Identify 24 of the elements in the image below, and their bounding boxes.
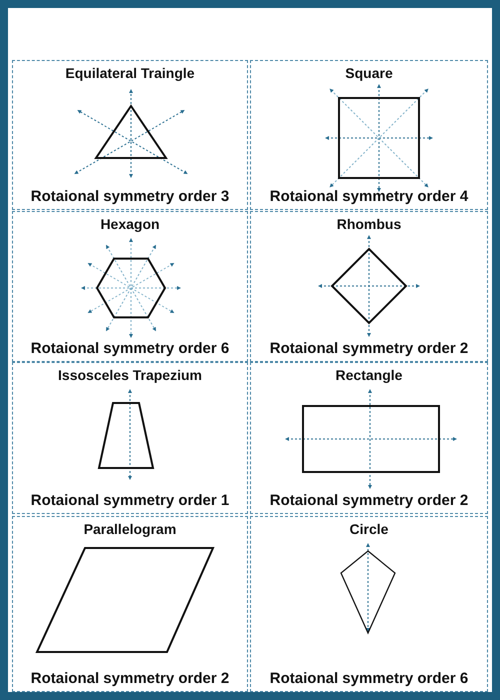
symmetry-caption: Rotaional symmetry order 2 xyxy=(268,340,470,357)
shape-card xyxy=(250,362,488,514)
symmetry-caption: Rotaional symmetry order 2 xyxy=(30,670,230,687)
symmetry-caption: Rotaional symmetry order 4 xyxy=(268,188,470,205)
shape-name: Circle xyxy=(348,521,390,537)
symmetry-caption: Rotaional symmetry order 6 xyxy=(30,340,230,357)
shape-name: Equilateral Traingle xyxy=(64,65,196,81)
shape-card xyxy=(12,60,248,210)
shape-name: Issosceles Trapezium xyxy=(57,367,203,383)
symmetry-caption: Rotaional symmetry order 2 xyxy=(268,492,470,509)
shape-name: Rhombus xyxy=(336,216,402,232)
shape-card xyxy=(12,516,248,692)
shape-name: Rectangle xyxy=(334,367,404,383)
shape-name: Square xyxy=(344,65,394,81)
symmetry-caption: Rotaional symmetry order 6 xyxy=(268,670,470,687)
symmetry-caption: Rotaional symmetry order 1 xyxy=(30,492,230,509)
shape-card xyxy=(12,362,248,514)
shape-name: Parallelogram xyxy=(82,521,178,537)
symmetry-caption: Rotaional symmetry order 3 xyxy=(30,188,230,205)
shape-card xyxy=(250,60,488,210)
shape-card xyxy=(250,211,488,362)
shape-card xyxy=(12,211,248,362)
shape-name: Hexagon xyxy=(99,216,161,232)
shape-card xyxy=(250,516,488,692)
